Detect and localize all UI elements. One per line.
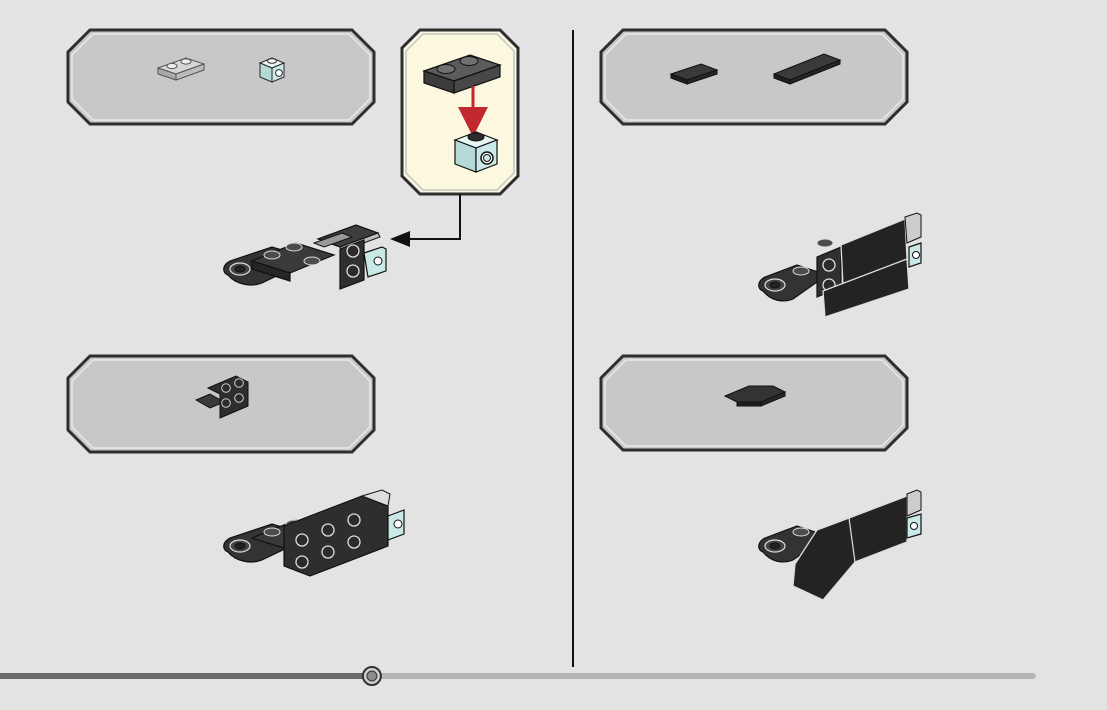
model-right-2 [759, 490, 921, 600]
callout-left-1 [402, 30, 518, 194]
parts-panel-right-2 [601, 356, 907, 450]
parts-panel-left-2 [68, 356, 374, 452]
step-left-1 [68, 30, 518, 289]
callout-pointer [390, 231, 410, 247]
parts-panel-right-1 [601, 30, 907, 124]
progress-handle[interactable] [363, 667, 381, 685]
model-right-1 [759, 213, 921, 317]
parts-panel-left-1 [68, 30, 374, 124]
part-brick-side-stud-light-aqua [260, 58, 284, 82]
step-left-2 [68, 356, 404, 576]
step-right-1 [601, 30, 921, 317]
step-right-2 [601, 356, 921, 600]
model-left-1 [224, 225, 386, 289]
callout-part-brick-side-stud [455, 132, 497, 172]
model-left-2 [224, 490, 404, 576]
progress-bar[interactable] [0, 667, 1033, 685]
